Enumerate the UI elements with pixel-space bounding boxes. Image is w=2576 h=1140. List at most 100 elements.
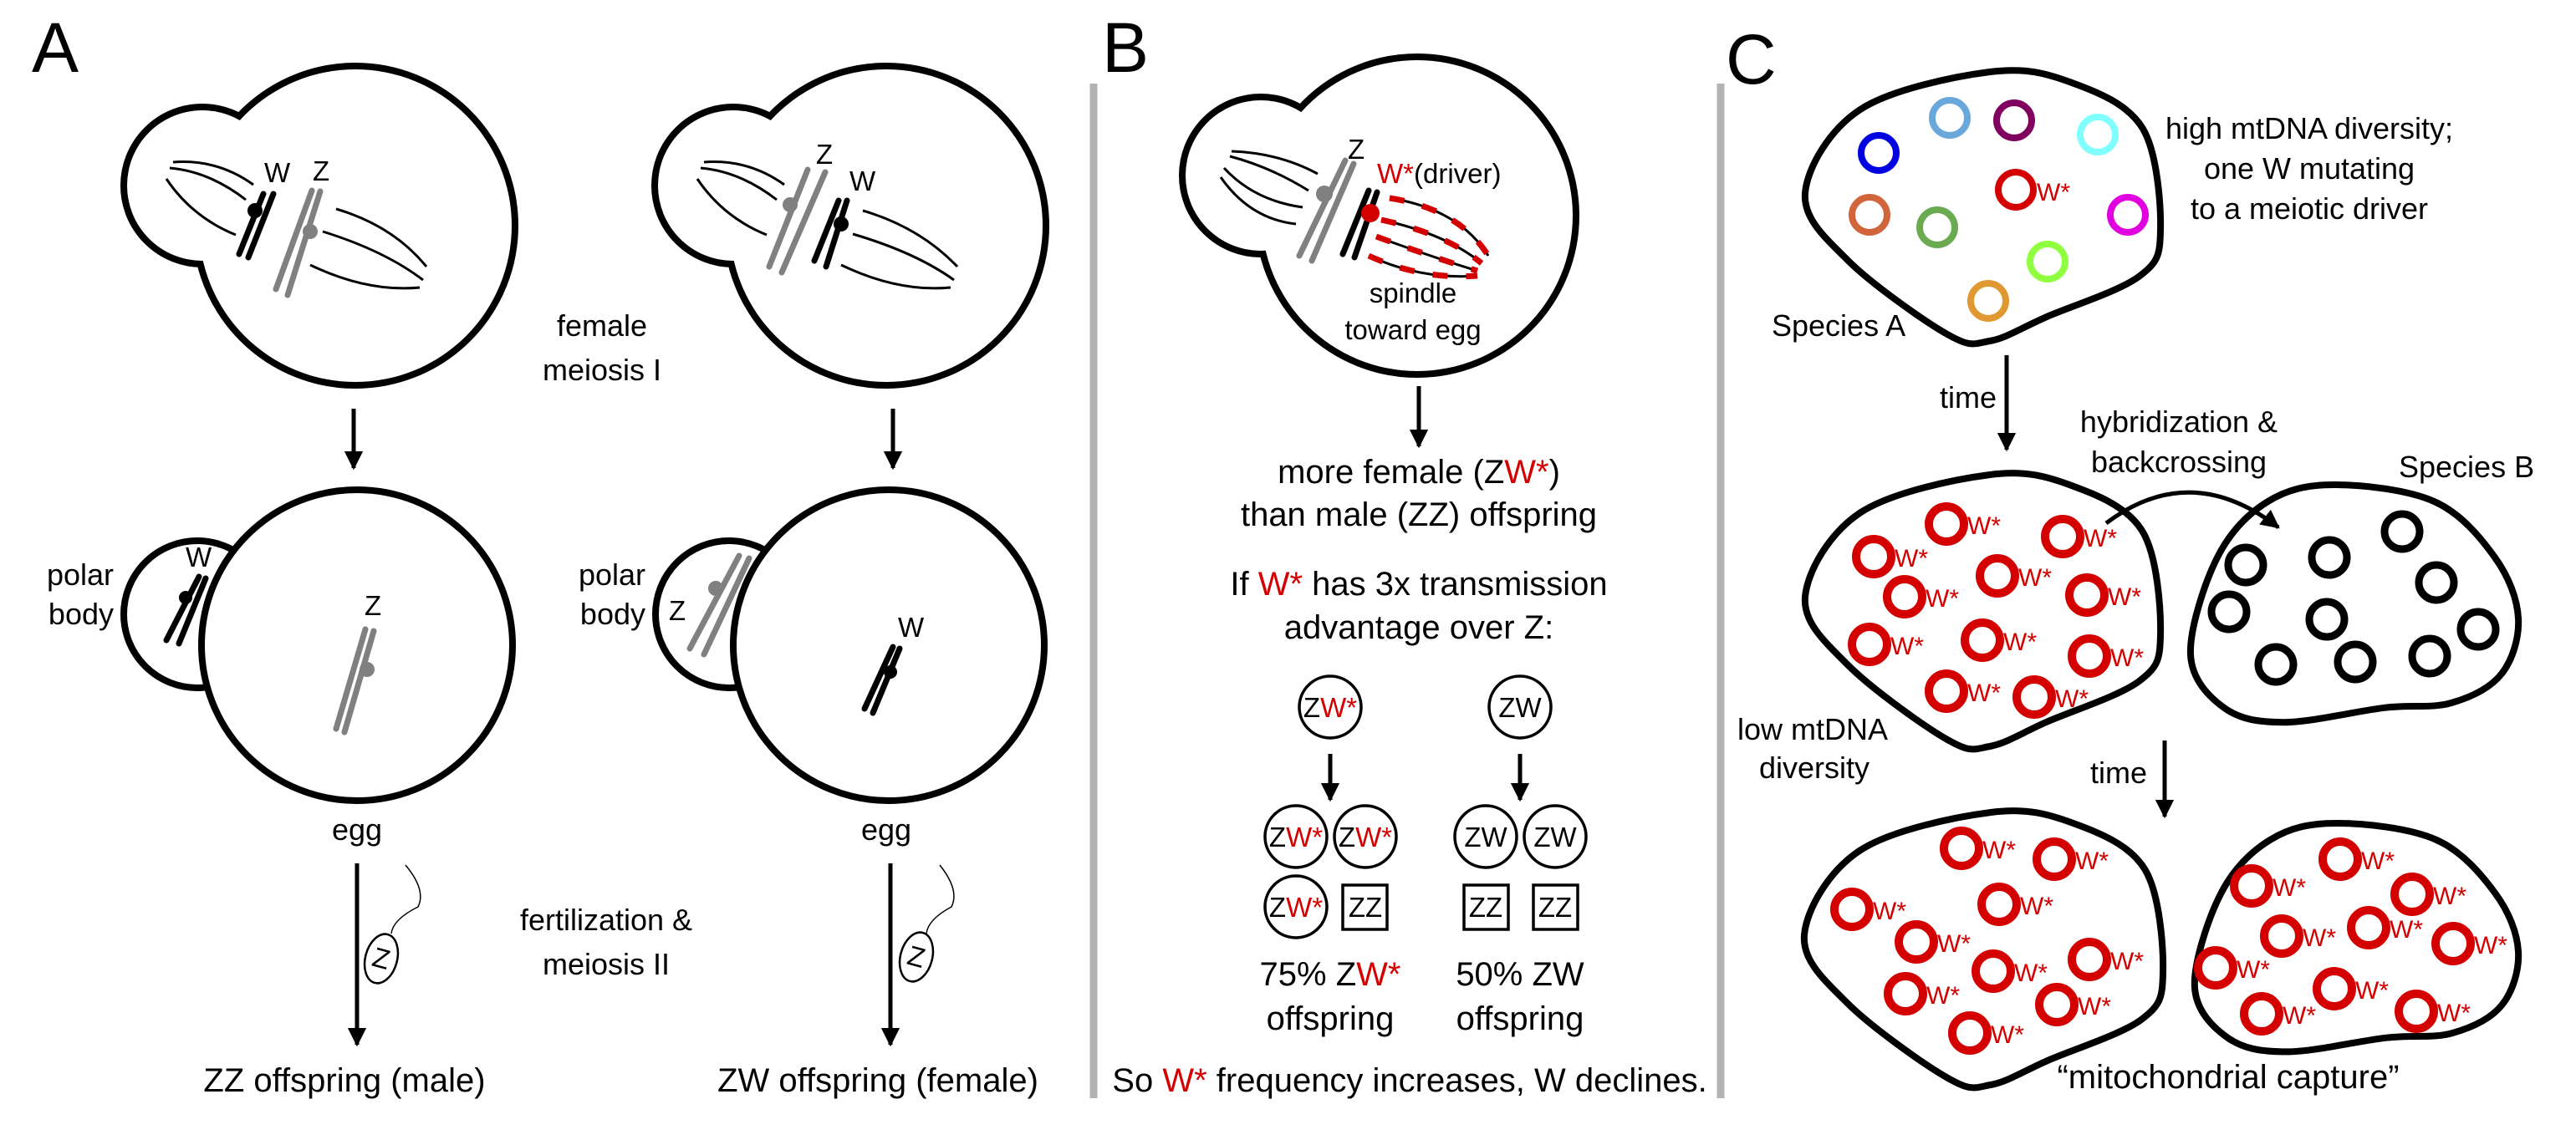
svg-text:ZZ: ZZ bbox=[1469, 892, 1502, 923]
normal-offspring-female: ZW bbox=[1453, 804, 1518, 869]
driver-tag: W* bbox=[2108, 583, 2141, 611]
driver-tag: W* bbox=[2037, 179, 2070, 206]
mtdna-driver-circle bbox=[2230, 864, 2273, 908]
driver-offspring-female: ZW* bbox=[1333, 804, 1398, 869]
sperm-right: Z bbox=[898, 864, 955, 983]
polar-w-label: W bbox=[186, 542, 212, 573]
if-line-1: If W* has 3x transmission bbox=[1230, 566, 1607, 603]
driver-tag: W* bbox=[2018, 564, 2052, 592]
panel-c: W*W*W*W*W*W*W*W*W*W*W*W*W*W*W*W*W*W*W*W*… bbox=[1737, 67, 2534, 1096]
w-chromosome bbox=[811, 197, 850, 270]
driver-tag: W* bbox=[1926, 585, 1959, 613]
mtdna-driver-circle bbox=[2318, 837, 2362, 881]
mtdna-driver-circle bbox=[1948, 1011, 1992, 1055]
driver-tag: W* bbox=[2020, 893, 2053, 920]
polar-z-label: Z bbox=[669, 595, 686, 626]
driver-tag: W* bbox=[2283, 1002, 2316, 1030]
oocyte-top-right: Z W bbox=[651, 63, 1049, 389]
mtdna-driver-circle bbox=[2431, 922, 2475, 965]
w-driver-chromosome bbox=[1339, 187, 1380, 261]
mtdna-driver-circle bbox=[1883, 575, 1926, 618]
z-label: Z bbox=[816, 139, 833, 170]
driver-tag: W* bbox=[1937, 930, 1971, 958]
mtdna-driver-circle bbox=[2313, 967, 2356, 1010]
panel-label-c: C bbox=[1726, 20, 1777, 99]
species-a-label: Species A bbox=[1772, 308, 1905, 343]
mitochondria: W*W*W*W*W*W*W*W*W*W*W*W*W*W*W*W*W*W*W*W*… bbox=[1830, 97, 2507, 1055]
mtdna-haplotype-circle bbox=[2027, 241, 2068, 282]
mtdna-species-b-circle bbox=[2254, 643, 2298, 686]
egg-label-right: egg bbox=[861, 812, 911, 847]
driver-tag: W* bbox=[1926, 982, 1960, 1010]
driver-tag: W* bbox=[2014, 959, 2048, 987]
mtdna-driver-circle bbox=[2395, 990, 2438, 1033]
driver-tag: W* bbox=[2433, 883, 2466, 910]
mtdna-driver-circle bbox=[1884, 972, 1927, 1015]
driver-tag: W* bbox=[1967, 679, 2001, 707]
mtdna-haplotype-circle bbox=[1993, 99, 2035, 141]
mtdna-driver-circle bbox=[2260, 914, 2303, 958]
w-chromosome bbox=[236, 191, 277, 261]
z-chromosome-polar bbox=[686, 552, 752, 658]
w-chromosome-polar bbox=[163, 573, 209, 647]
driver-offspring-female: ZW* bbox=[1263, 804, 1329, 869]
mtdna-species-b-circle bbox=[2224, 543, 2267, 587]
spindle bbox=[696, 160, 959, 290]
svg-text:ZZ: ZZ bbox=[1349, 892, 1382, 923]
svg-text:ZW*: ZW* bbox=[1339, 822, 1392, 852]
svg-text:ZW: ZW bbox=[1533, 822, 1577, 852]
species-a-population-final bbox=[1800, 807, 2167, 1092]
mtdna-species-b-circle bbox=[2408, 634, 2451, 678]
driver-offspring-male: ZZ bbox=[1341, 883, 1389, 931]
spindle-left bbox=[1219, 150, 1319, 226]
driver-tag: W* bbox=[2003, 629, 2037, 656]
z-chromosome bbox=[1296, 157, 1357, 264]
svg-text:ZW: ZW bbox=[1464, 822, 1507, 852]
egg-right: Z W bbox=[652, 486, 1048, 804]
species-b-population bbox=[2186, 481, 2522, 726]
svg-text:ZW*: ZW* bbox=[1269, 822, 1323, 852]
driver-tag: W* bbox=[2390, 916, 2423, 944]
normal-parent: ZW bbox=[1487, 674, 1553, 740]
hybridization-label: hybridization &backcrossing bbox=[2080, 405, 2278, 479]
w-label: W bbox=[264, 157, 291, 188]
mtdna-driver-circle bbox=[2390, 873, 2434, 916]
panel-label-b: B bbox=[1102, 8, 1149, 87]
mtdna-haplotype-circle bbox=[2077, 114, 2119, 155]
svg-text:ZW*: ZW* bbox=[1269, 892, 1323, 923]
egg-left: W Z bbox=[120, 486, 516, 804]
species-a-population bbox=[1801, 67, 2165, 348]
driver-offspring-word: offspring bbox=[1267, 1000, 1395, 1037]
capture-label: “mitochondrial capture” bbox=[2057, 1059, 2399, 1096]
driver-tag: W* bbox=[1982, 837, 2016, 864]
result-line-1: more female (ZW*) bbox=[1278, 454, 1560, 491]
driver-parent: ZW* bbox=[1298, 674, 1363, 740]
driver-tag: W* bbox=[1991, 1021, 2024, 1049]
mtdna-haplotype-circle bbox=[1929, 97, 1971, 139]
driver-tag: W* bbox=[2084, 525, 2117, 552]
svg-text:ZW*: ZW* bbox=[1303, 692, 1357, 723]
normal-percentage: 50% ZW bbox=[1456, 956, 1584, 993]
mtdna-species-b-circle bbox=[2207, 590, 2251, 634]
panel-label-a: A bbox=[32, 8, 79, 87]
mtdna-haplotype-circle bbox=[1849, 194, 1890, 236]
driver-percentage: 75% ZW* bbox=[1260, 956, 1401, 993]
time-label-1: time bbox=[1940, 380, 1997, 415]
mtdna-driver-circle bbox=[2194, 946, 2237, 990]
mtdna-haplotype-circle bbox=[1858, 132, 1900, 174]
z-chromosome bbox=[273, 187, 324, 298]
egg-w-label: W bbox=[898, 612, 925, 643]
mtdna-driver-circle bbox=[2035, 983, 2079, 1026]
z-chromosome bbox=[766, 166, 829, 276]
time-label-2: time bbox=[2090, 756, 2147, 790]
mtdna-driver-circle bbox=[2068, 938, 2111, 981]
spindle bbox=[165, 160, 428, 290]
mtdna-haplotype-circle bbox=[1916, 206, 1958, 248]
driver-tag: W* bbox=[2075, 847, 2109, 875]
mtdna-haplotype-circle bbox=[2107, 194, 2149, 236]
mtdna-driver-circle bbox=[1830, 888, 1874, 931]
